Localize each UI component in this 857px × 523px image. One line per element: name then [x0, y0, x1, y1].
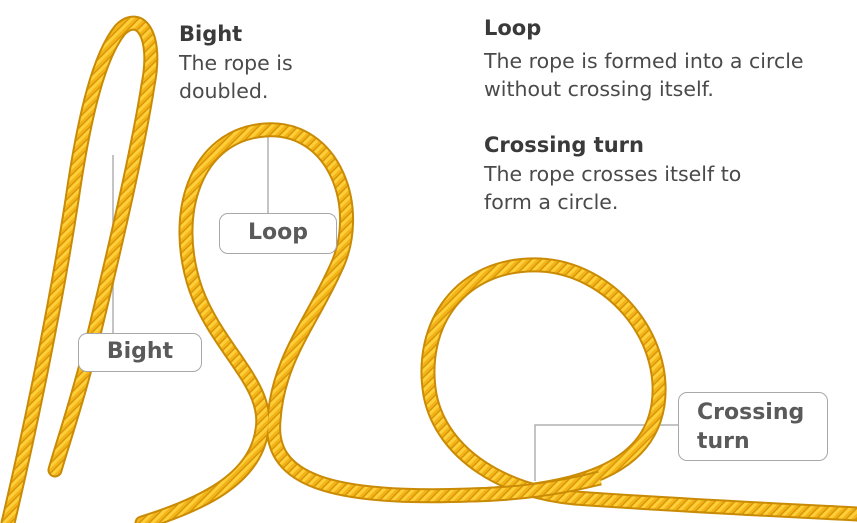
bight-label-text: Bight — [106, 339, 174, 364]
crossing-turn-label: Crossing turn — [678, 392, 828, 461]
loop-label-text: Loop — [248, 220, 308, 245]
loop-label: Loop — [219, 213, 337, 254]
bight-description: The rope is doubled. — [179, 51, 293, 103]
loop-description: The rope is formed into a circle without… — [484, 49, 804, 101]
crossing-turn-label-text: Crossing turn — [697, 400, 805, 454]
crossing-turn-heading: Crossing turn — [484, 133, 644, 157]
loop-heading: Loop — [484, 16, 542, 40]
rope-loop-and-turn-section — [136, 124, 857, 523]
bight-heading: Bight — [179, 22, 243, 46]
crossing-turn-description: The rope crosses itself to form a circle… — [484, 162, 742, 214]
bight-label: Bight — [78, 333, 202, 372]
rope-crossing-over-fill — [469, 472, 602, 501]
crossing-turn-leader-line — [534, 424, 680, 481]
rope-bight-section — [2, 17, 157, 523]
